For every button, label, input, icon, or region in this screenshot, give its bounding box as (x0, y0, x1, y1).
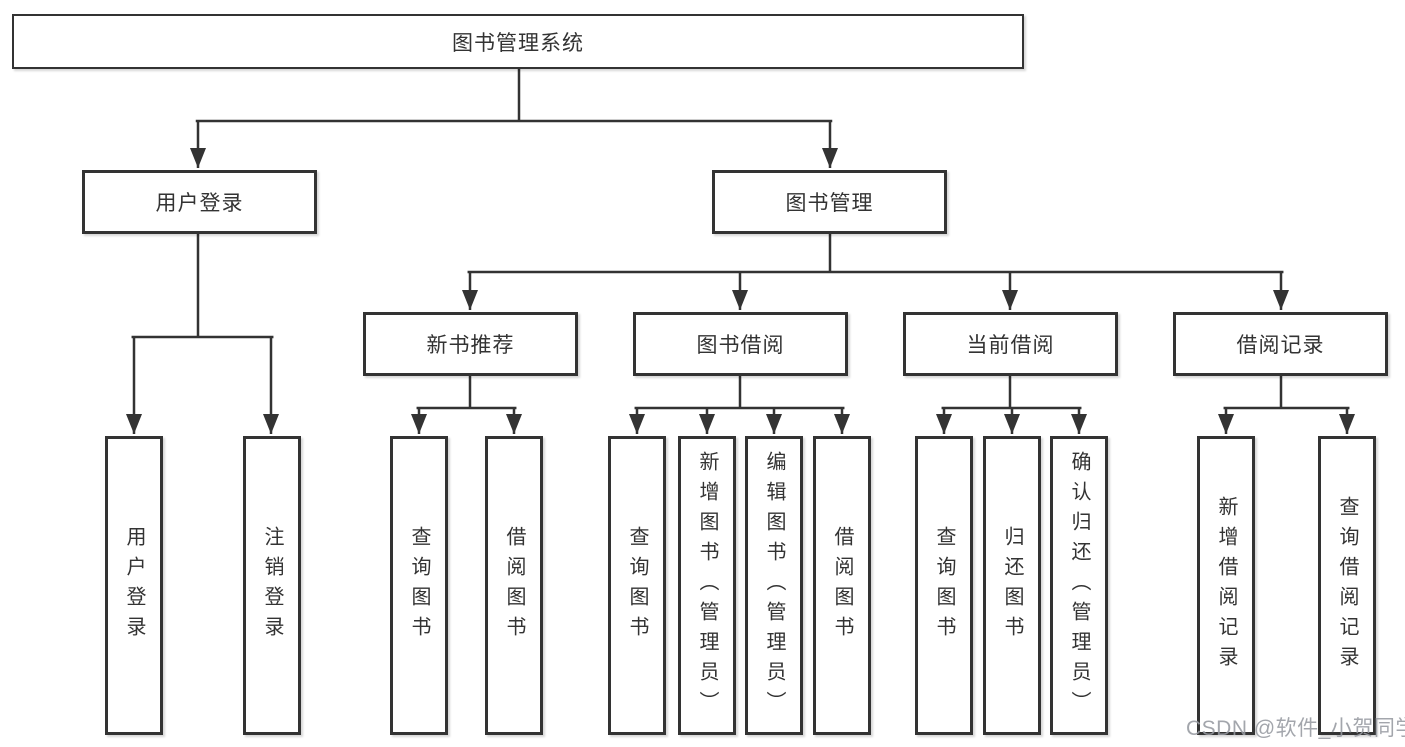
node-label: 新书推荐 (426, 334, 515, 357)
node-user-login: 用户登录 (82, 170, 317, 234)
leaf-user-login: 用户登录 (105, 436, 163, 735)
node-label: 图书管理 (785, 192, 874, 215)
leaf-add-book-admin: 新增图书（管理员） (678, 436, 736, 735)
node-current-borrowing: 当前借阅 (903, 312, 1118, 376)
node-book-borrowing: 图书借阅 (633, 312, 848, 376)
leaf-add-borrow-record: 新增借阅记录 (1197, 436, 1255, 735)
leaf-label: 用户登录 (123, 525, 145, 646)
leaf-label: 新增借阅记录 (1215, 495, 1237, 676)
leaf-borrow-books: 借阅图书 (485, 436, 543, 735)
leaf-query-borrow-record: 查询借阅记录 (1318, 436, 1376, 735)
leaf-query-books: 查询图书 (915, 436, 973, 735)
node-new-book-recommendation: 新书推荐 (363, 312, 578, 376)
node-borrowing-records: 借阅记录 (1173, 312, 1388, 376)
connector-arrows (126, 121, 1355, 434)
node-label: 用户登录 (155, 192, 244, 215)
leaf-label: 归还图书 (1001, 525, 1023, 646)
node-label: 当前借阅 (966, 334, 1055, 357)
leaf-label: 借阅图书 (831, 525, 853, 646)
leaf-label: 查询图书 (626, 525, 648, 646)
leaf-label: 注销登录 (261, 525, 283, 646)
leaf-label: 确认归还（管理员） (1068, 450, 1090, 721)
leaf-label: 借阅图书 (503, 525, 525, 646)
leaf-label: 编辑图书（管理员） (763, 450, 785, 721)
leaf-query-books: 查询图书 (390, 436, 448, 735)
leaf-confirm-return-admin: 确认归还（管理员） (1050, 436, 1108, 735)
leaf-return-book: 归还图书 (983, 436, 1041, 735)
leaf-label: 查询借阅记录 (1336, 495, 1358, 676)
leaf-edit-book-admin: 编辑图书（管理员） (745, 436, 803, 735)
node-book-management: 图书管理 (712, 170, 947, 234)
leaf-label: 查询图书 (408, 525, 430, 646)
leaf-label: 新增图书（管理员） (696, 450, 718, 721)
leaf-logout: 注销登录 (243, 436, 301, 735)
node-library-management-system: 图书管理系统 (12, 14, 1024, 69)
csdn-watermark: CSDN @软件_小贺同学 (1186, 717, 1405, 740)
leaf-query-books: 查询图书 (608, 436, 666, 735)
node-label: 图书管理系统 (452, 31, 584, 55)
node-label: 借阅记录 (1236, 334, 1325, 357)
node-label: 图书借阅 (696, 334, 785, 357)
leaf-label: 查询图书 (933, 525, 955, 646)
leaf-borrow-books: 借阅图书 (813, 436, 871, 735)
